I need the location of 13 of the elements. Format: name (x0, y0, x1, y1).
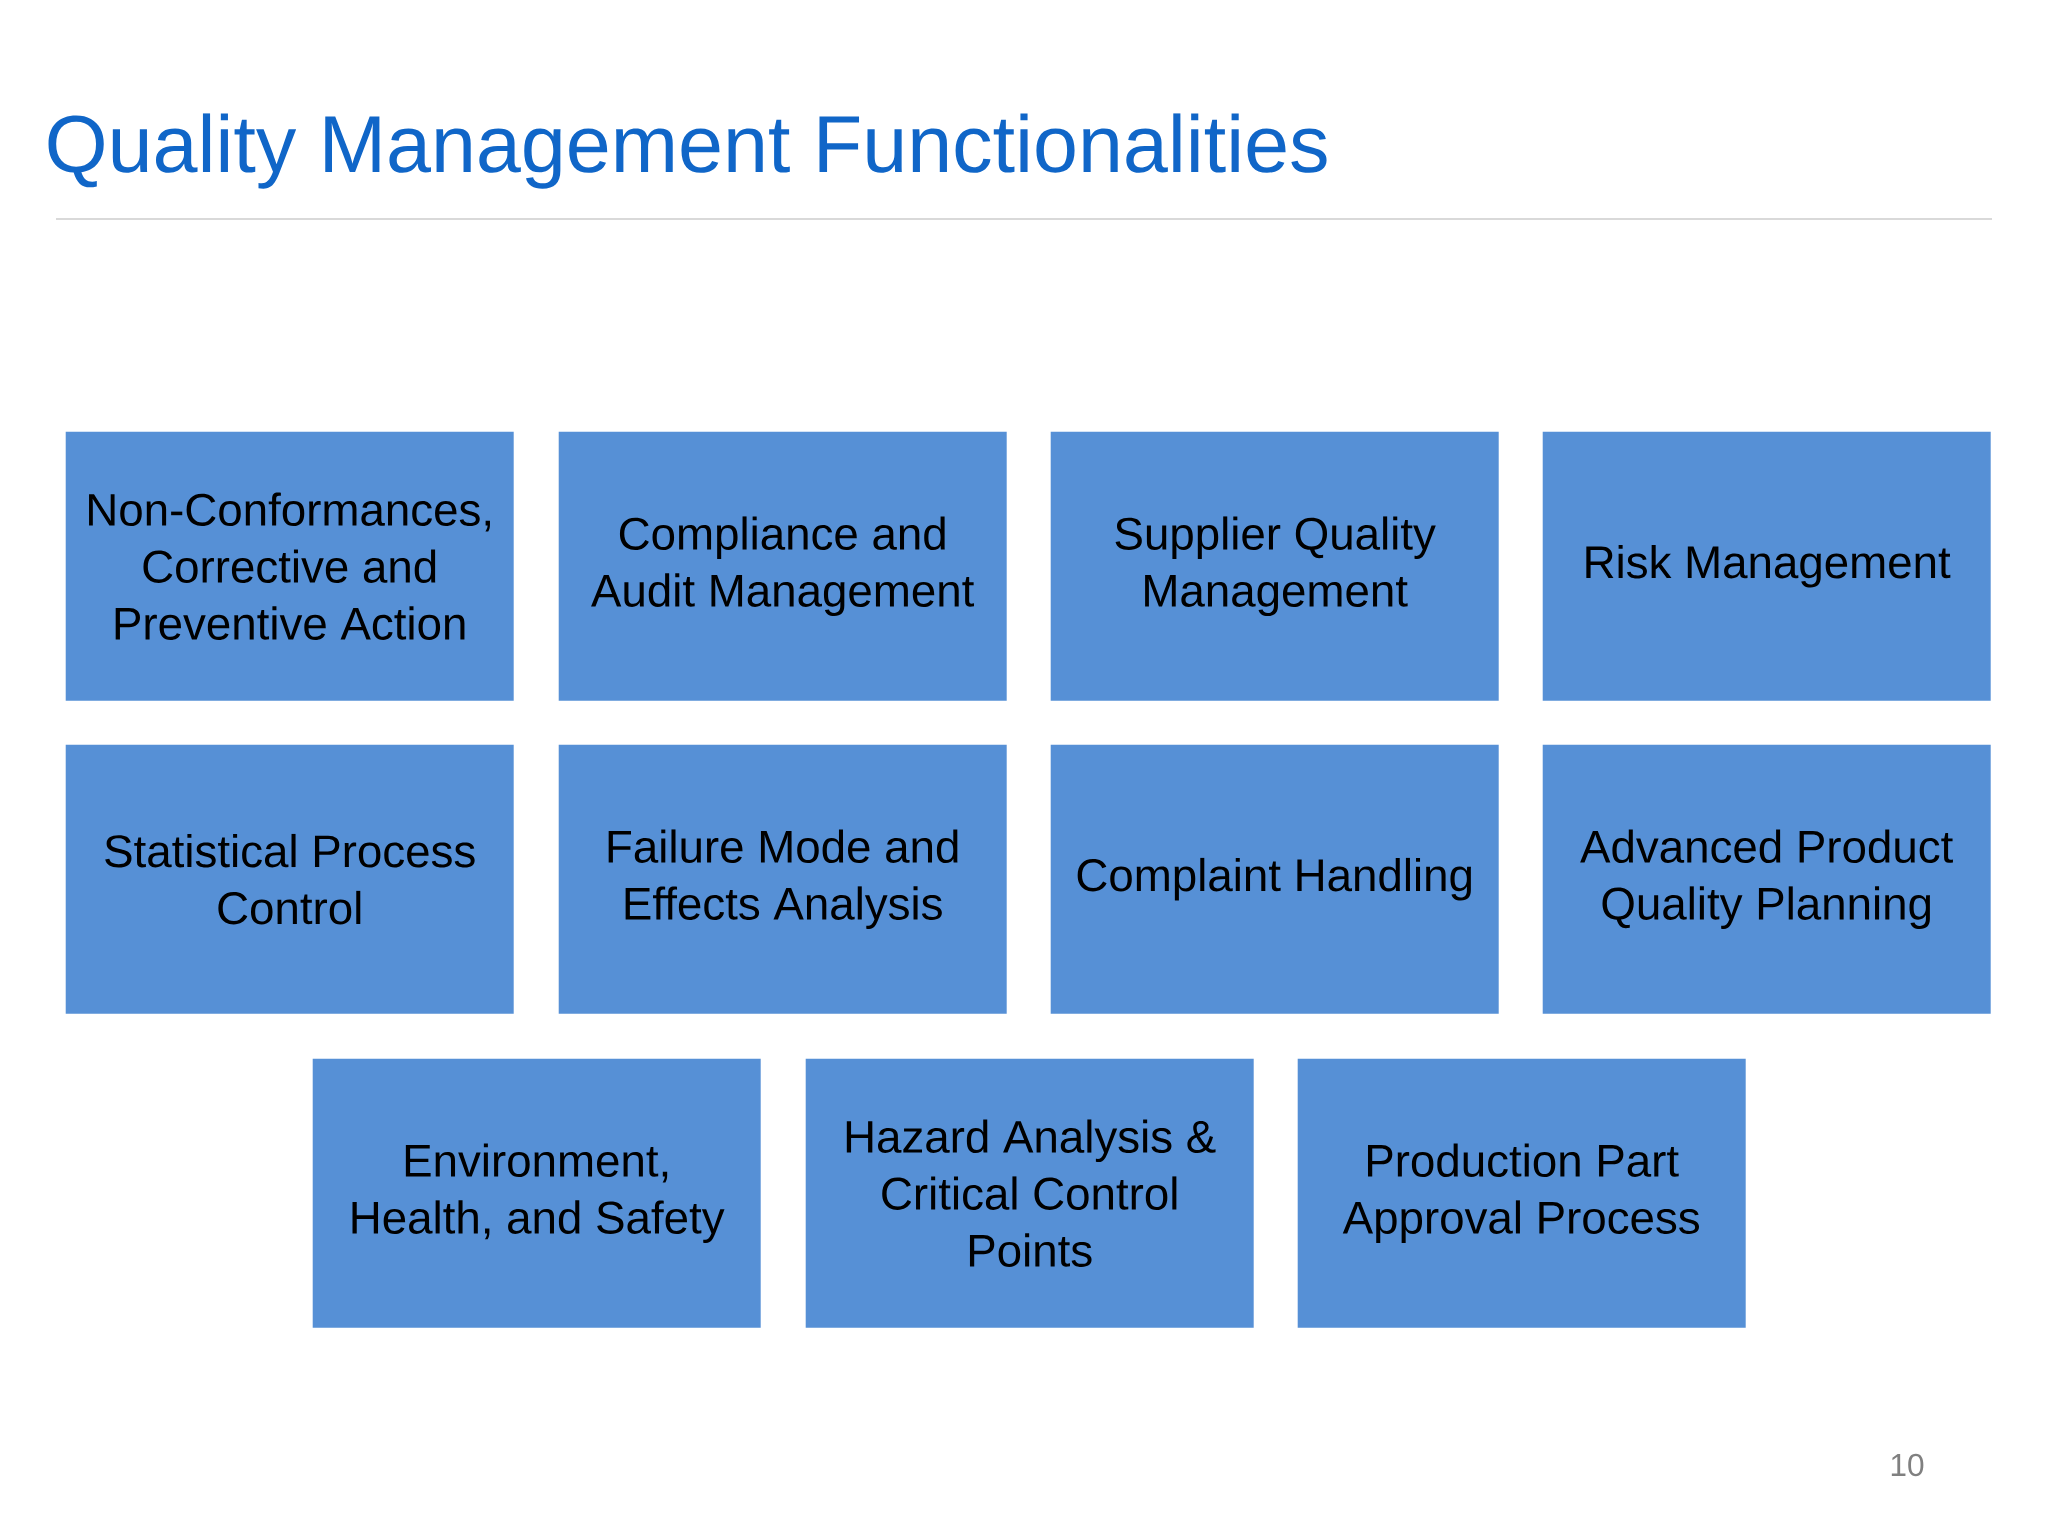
process-box: Statistical Process Control (65, 744, 514, 1014)
process-box: Advanced Product Quality Planning (1542, 744, 1991, 1014)
process-box: Complaint Handling (1050, 744, 1499, 1014)
process-box: Production Part Approval Process (1297, 1058, 1746, 1328)
process-box: Hazard Analysis & Critical Control Points (805, 1058, 1254, 1328)
process-box: Environment, Health, and Safety (312, 1058, 761, 1328)
page-number: 10 (1891, 1453, 1924, 1477)
process-box: Non-Conformances, Corrective and Preventive Action (65, 431, 514, 701)
process-box: Compliance and Audit Management (558, 431, 1007, 701)
process-box: Risk Management (1542, 431, 1991, 701)
title: Quality Management Functionalities (48, 113, 1327, 189)
process-box: Failure Mode and Effects Analysis (558, 744, 1007, 1014)
process-box: Supplier Quality Management (1050, 431, 1499, 701)
